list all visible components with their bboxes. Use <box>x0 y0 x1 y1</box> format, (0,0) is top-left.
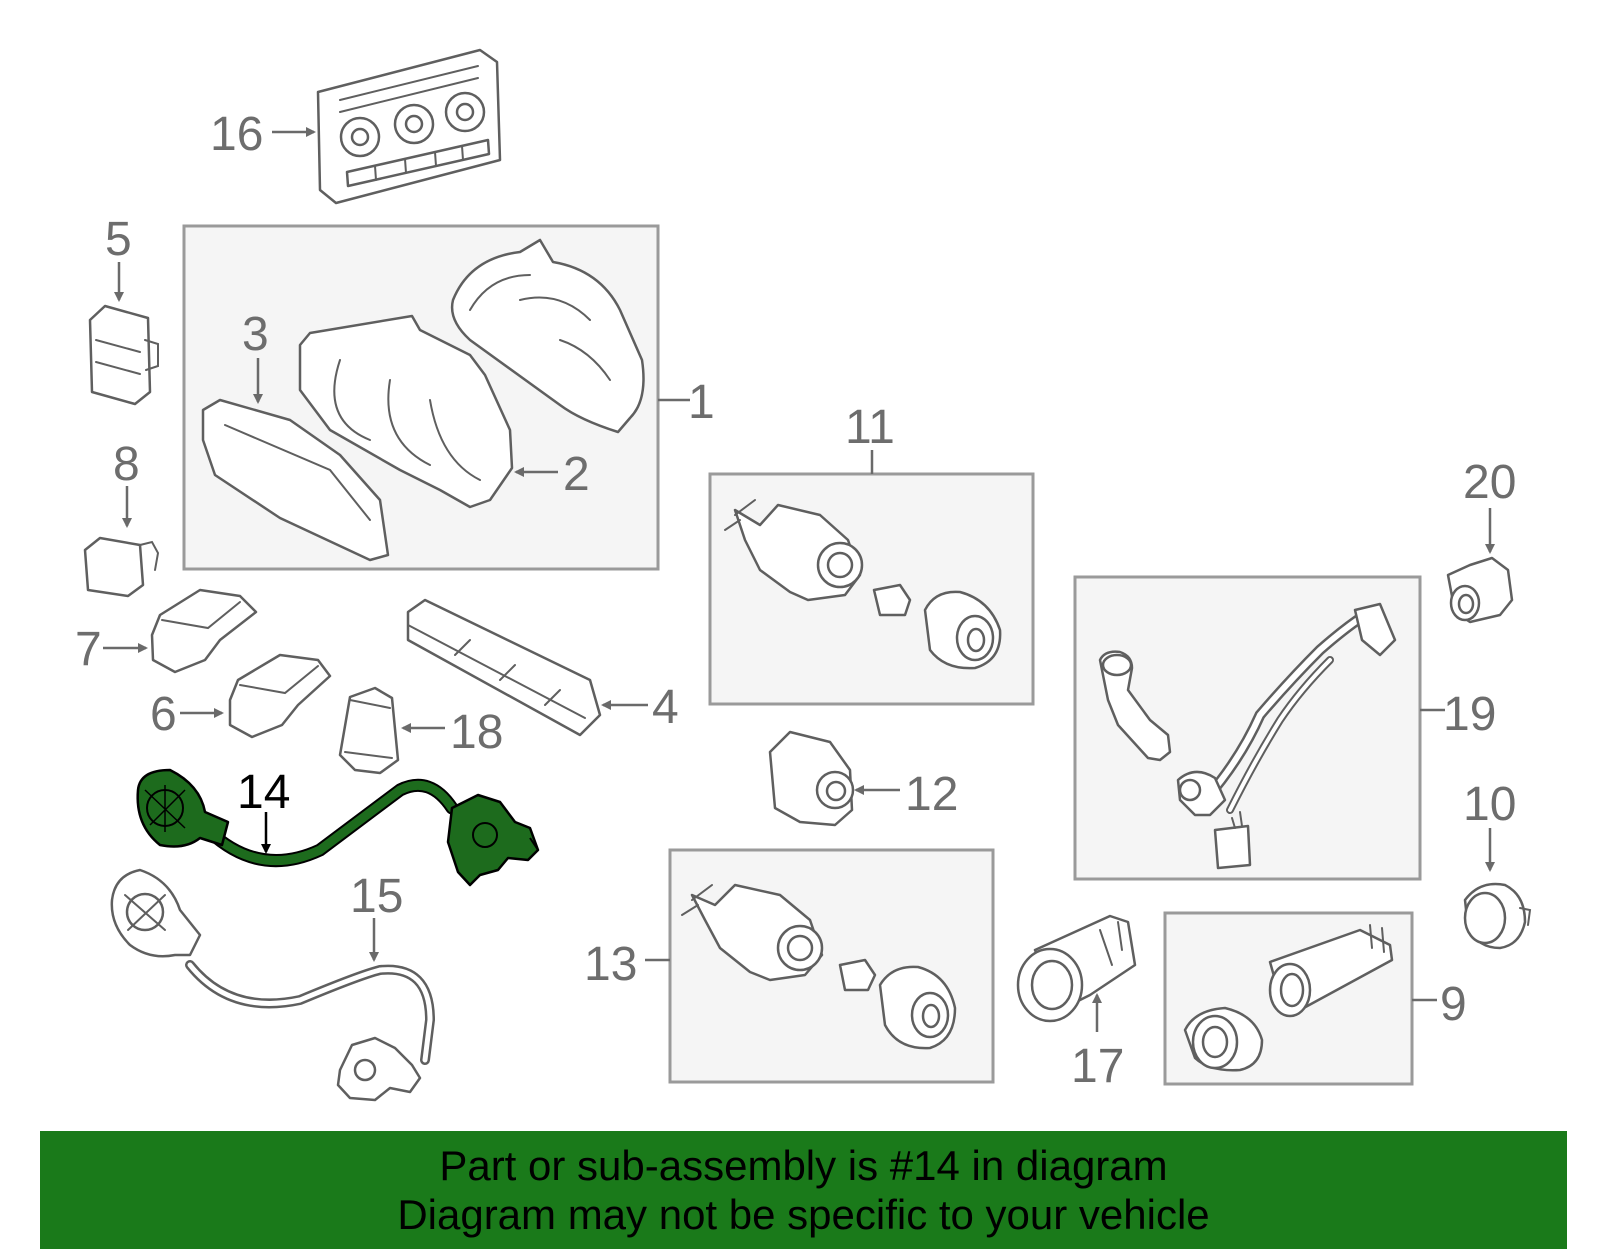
part-8-switch[interactable] <box>83 536 160 598</box>
callout-12[interactable]: 12 <box>905 768 958 821</box>
part-14-sensor-harness[interactable] <box>136 768 540 887</box>
banner-line-2: Diagram may not be specific to your vehi… <box>397 1191 1210 1238</box>
part-15-sensor-harness[interactable] <box>110 868 436 1102</box>
part-12-switch[interactable] <box>768 730 855 827</box>
callout-15[interactable]: 15 <box>350 870 403 923</box>
part-3-cluster-lens[interactable] <box>201 398 390 562</box>
banner-line-1: Part or sub-assembly is #14 in diagram <box>439 1142 1168 1189</box>
part-18-switch-knob[interactable] <box>338 686 400 775</box>
part-11-switch-assembly[interactable] <box>724 499 1002 670</box>
part-17-socket[interactable] <box>1016 914 1137 1023</box>
callout-19[interactable]: 19 <box>1443 688 1496 741</box>
part-4-switch-strip[interactable] <box>406 598 602 737</box>
callout-14[interactable]: 14 <box>237 766 290 819</box>
callout-9[interactable]: 9 <box>1440 978 1467 1031</box>
callout-18[interactable]: 18 <box>450 706 503 759</box>
callout-6[interactable]: 6 <box>150 688 177 741</box>
callout-17[interactable]: 17 <box>1071 1040 1124 1093</box>
part-16-climate-control-panel[interactable] <box>316 48 502 205</box>
callout-13[interactable]: 13 <box>584 938 637 991</box>
callout-2[interactable]: 2 <box>563 448 590 501</box>
callout-16[interactable]: 16 <box>210 108 263 161</box>
part-6-switch[interactable] <box>228 653 332 739</box>
part-20-sensor[interactable] <box>1446 556 1514 624</box>
part-7-switch[interactable] <box>150 588 258 674</box>
part-13-switch-assembly[interactable] <box>681 883 957 1050</box>
callout-3[interactable]: 3 <box>242 308 269 361</box>
callout-8[interactable]: 8 <box>113 438 140 491</box>
part-1-instrument-cluster[interactable] <box>450 238 645 434</box>
assembly-box-13 <box>668 848 995 1084</box>
info-banner: Part or sub-assembly is #14 in diagram D… <box>40 1131 1567 1249</box>
callout-10[interactable]: 10 <box>1463 778 1516 831</box>
part-9-cigarette-lighter[interactable] <box>1183 924 1394 1072</box>
part-19-wiring-harness[interactable] <box>1098 602 1397 870</box>
part-2-cluster-housing[interactable] <box>298 314 514 509</box>
callout-1[interactable]: 1 <box>688 376 715 429</box>
assembly-box-11 <box>708 472 1035 706</box>
part-10-ring[interactable] <box>1463 882 1532 950</box>
callout-20[interactable]: 20 <box>1463 456 1516 509</box>
callout-5[interactable]: 5 <box>105 213 132 266</box>
callout-4[interactable]: 4 <box>652 681 679 734</box>
callout-7[interactable]: 7 <box>75 623 102 676</box>
part-5-switch[interactable] <box>88 304 159 406</box>
callout-11[interactable]: 11 <box>845 401 895 454</box>
